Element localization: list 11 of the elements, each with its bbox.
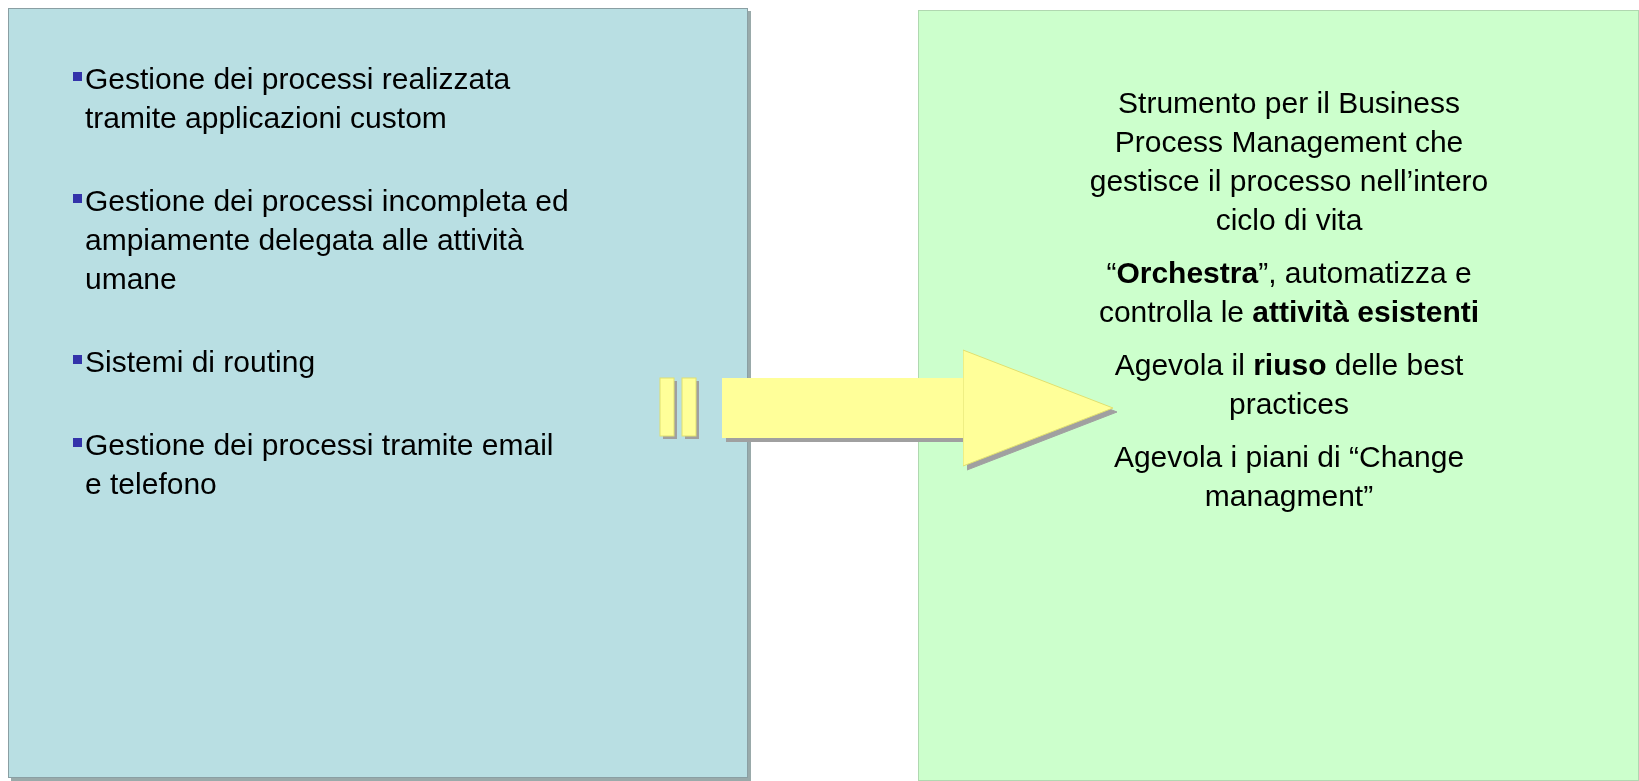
bullet-text: Gestione dei processi tramite email e telefono: [85, 427, 555, 502]
text-panel: [918, 10, 1639, 781]
block-arrow: [722, 349, 1114, 467]
description-text: Agevola il riuso delle best practices: [1113, 347, 1465, 422]
bullet-text: Gestione dei processi incompleta ed ampiamente delegata alle attività umane: [85, 183, 570, 297]
description-text: “Orchestra”, automatizza e controlla le attività esistenti: [1097, 255, 1481, 330]
description-text: Strumento per il Business Process Management che gestisce il processo nell’intero ciclo di vita: [1088, 85, 1490, 238]
text-panel: [8, 8, 748, 778]
description-text: Agevola i piani di “Change managment”: [1112, 439, 1466, 514]
bullet-text: Gestione dei processi realizzata tramite applicazioni custom: [85, 61, 512, 136]
bullet-text: Sistemi di routing: [85, 344, 317, 380]
